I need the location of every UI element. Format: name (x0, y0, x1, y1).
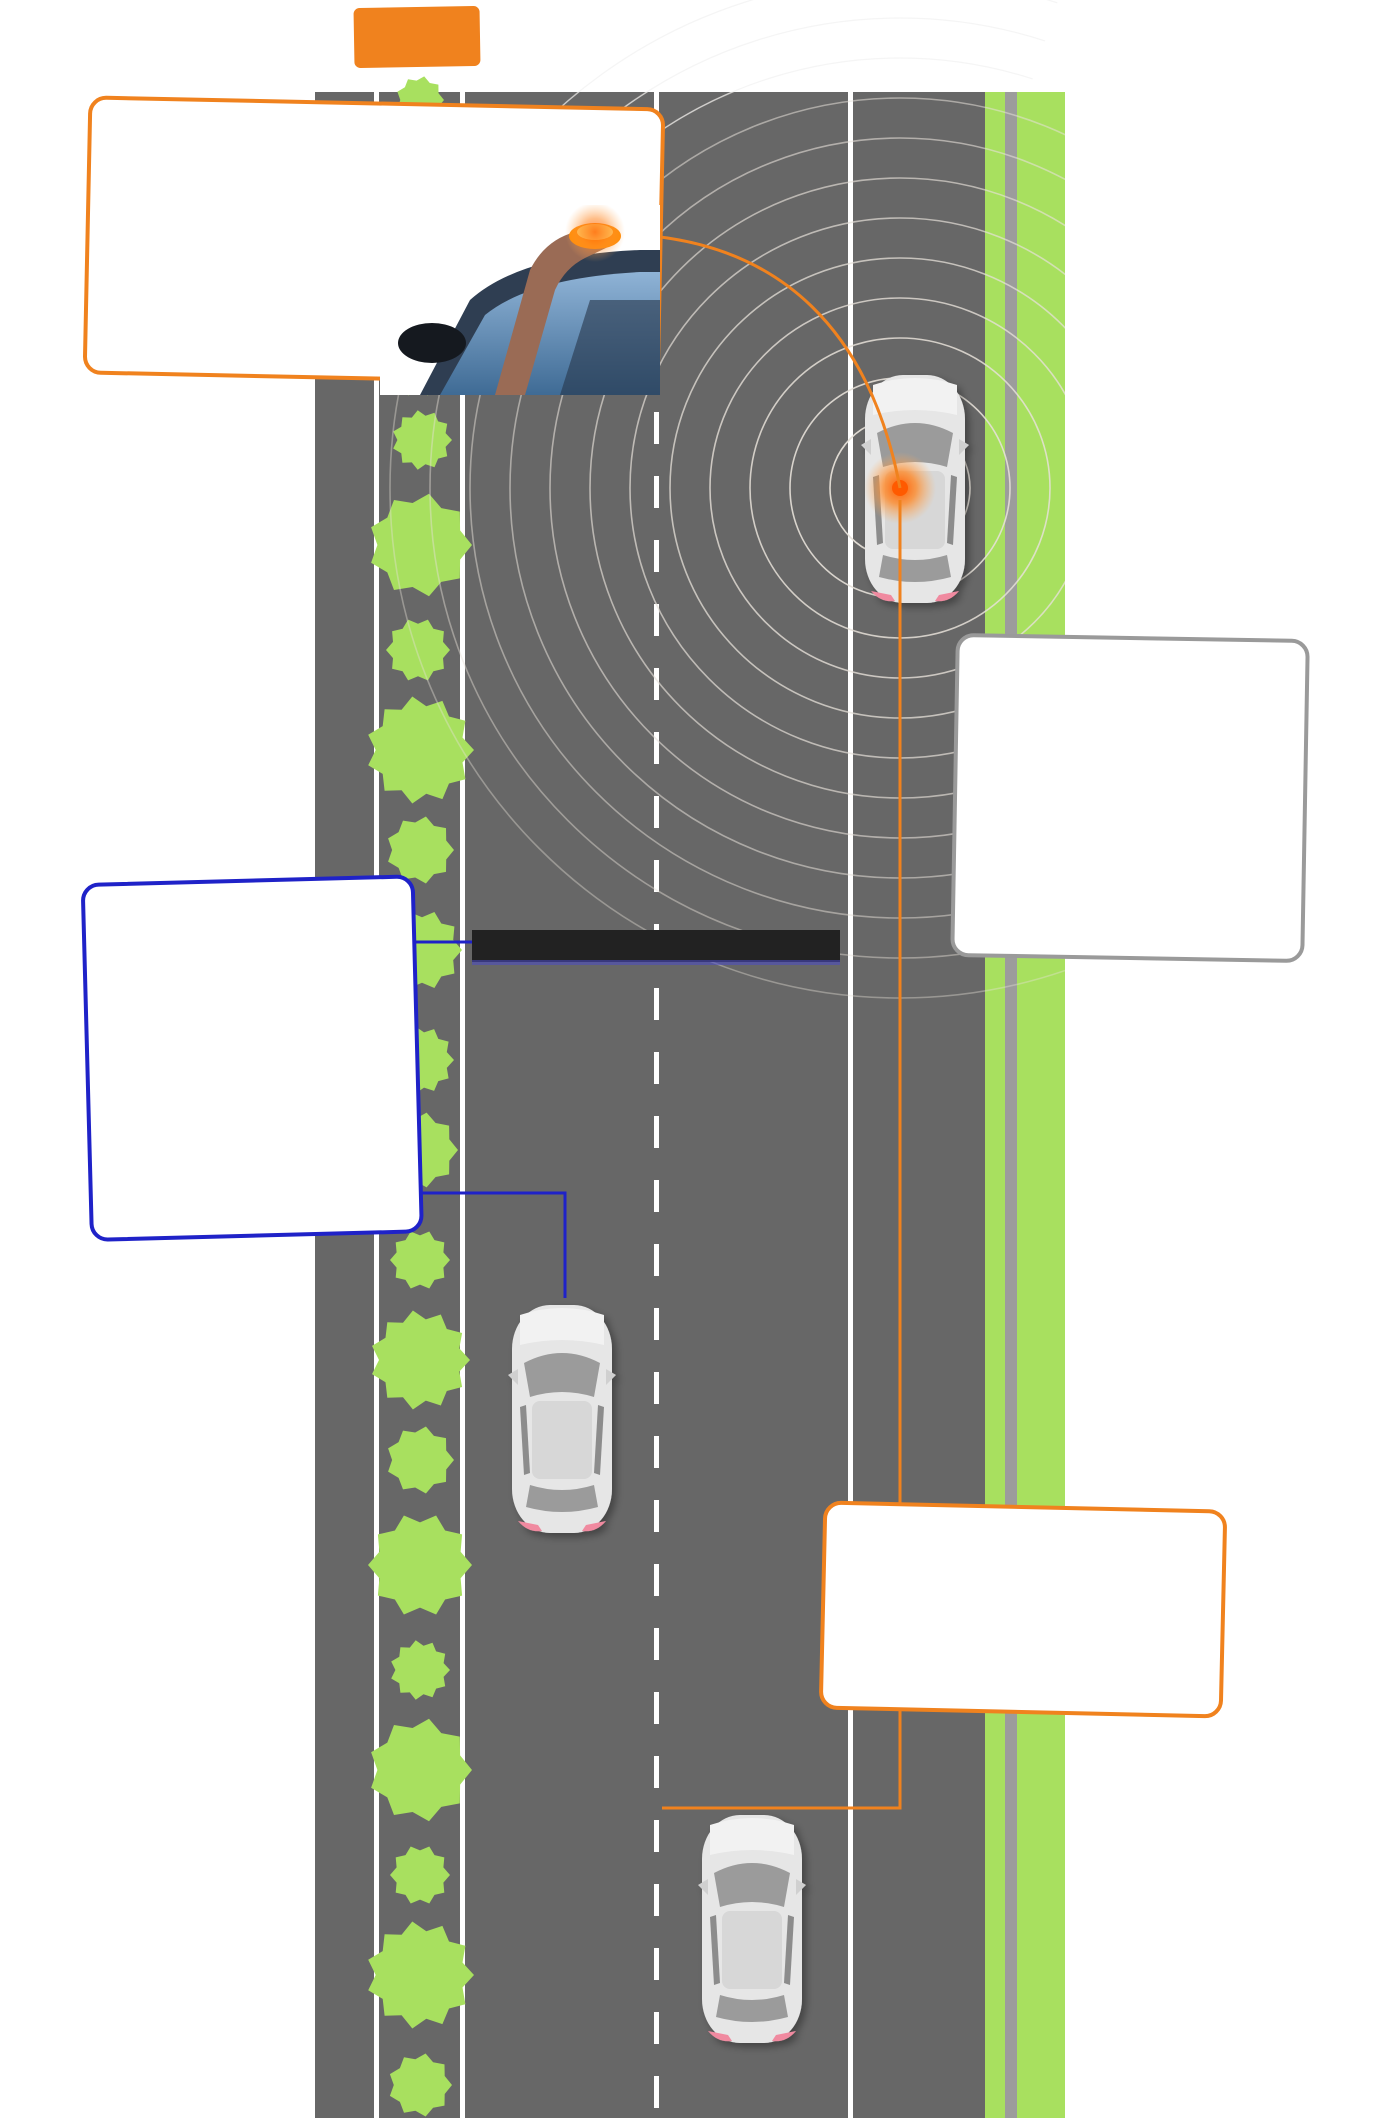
car-windshield (524, 1353, 600, 1397)
car-top-view-icon (698, 1815, 806, 2043)
center-dash (654, 1436, 659, 1468)
grass-strip-outer (1017, 92, 1065, 2118)
center-dash (654, 1500, 659, 1532)
center-dash (654, 732, 659, 764)
bush-icon (388, 816, 454, 884)
car-rear-window (879, 555, 951, 582)
car-mirror-left (698, 1879, 708, 1895)
lane-line-right (848, 92, 853, 2118)
center-dash (654, 1052, 659, 1084)
car-taillight-right (935, 591, 959, 602)
center-dash (654, 1180, 659, 1212)
hand-placing-beacon-photo (380, 205, 660, 395)
car-hood (710, 1818, 794, 1855)
car-side-window-right (594, 1405, 604, 1475)
car-taillight-left (871, 591, 895, 602)
grass-strip-right (985, 92, 1005, 2118)
car-mirror-right (606, 1369, 616, 1385)
center-dash (654, 860, 659, 892)
center-dash (654, 1692, 659, 1724)
center-dash (654, 540, 659, 572)
bush-icon (389, 2053, 452, 2117)
car-roof (722, 1911, 782, 1989)
signal-pulse-rings-outer (389, 0, 1380, 999)
bush-icon (391, 1640, 450, 1700)
center-dash (654, 2076, 659, 2108)
orange-tag (353, 5, 481, 69)
barrier-callout-text (100, 900, 400, 1200)
car-taillight-left (708, 2031, 732, 2042)
center-dash (654, 1116, 659, 1148)
car-windshield (714, 1863, 790, 1907)
bush-icon (388, 1426, 454, 1494)
car-hood (520, 1308, 604, 1345)
car-mirror-left (508, 1369, 518, 1385)
bush-icon (368, 696, 474, 804)
distance-callout (819, 1500, 1227, 1719)
bush-icon (393, 410, 452, 470)
center-dash (654, 1948, 659, 1980)
center-dash (654, 1884, 659, 1916)
car-side-window-right (784, 1915, 794, 1985)
barrier-callout (81, 874, 424, 1242)
road-barrier-shadow (472, 960, 840, 965)
distance-callout-text (838, 1522, 1208, 1692)
center-dash (654, 1244, 659, 1276)
pulse-ring-outer (469, 57, 1331, 919)
beacon-callout-text (100, 120, 370, 240)
car-taillight-right (582, 1521, 606, 1532)
bush-icon (371, 1718, 472, 1822)
center-dash (654, 1820, 659, 1852)
car-rear (698, 1815, 806, 2043)
car-middle (508, 1305, 616, 1533)
bush-icon (390, 1846, 450, 1904)
distance-to-rear-line (662, 1690, 902, 1810)
bush-icon (371, 493, 472, 597)
center-dash (654, 412, 659, 444)
car-mirror-right (959, 439, 969, 455)
center-dash (654, 1628, 659, 1660)
car-mirror-left (861, 439, 871, 455)
center-dash (654, 2012, 659, 2044)
center-dash (654, 1372, 659, 1404)
center-dash (654, 668, 659, 700)
car-taillight-left (518, 1521, 542, 1532)
car-side-window-left (520, 1405, 530, 1475)
bush-icon (386, 619, 450, 681)
center-dash (654, 1564, 659, 1596)
car-mirror-right (796, 1879, 806, 1895)
bush-icon (390, 1231, 450, 1289)
center-dash (654, 604, 659, 636)
barrier-callout-label (100, 900, 400, 944)
lane-line-left-inner (460, 92, 465, 2118)
center-dash (654, 988, 659, 1020)
signal-callout-text (970, 655, 1290, 935)
beacon-connector-line (639, 233, 902, 489)
car-top-view-icon (508, 1305, 616, 1533)
car-rear-window (716, 1995, 788, 2022)
center-dash (654, 476, 659, 508)
center-dash (654, 1756, 659, 1788)
car-taillight-right (772, 2031, 796, 2042)
center-dash (654, 796, 659, 828)
signal-callout-label (970, 655, 1290, 699)
beacon-callout-label (100, 120, 370, 164)
shoulder-stripe (1005, 92, 1017, 2118)
bush-icon (368, 1515, 472, 1615)
bush-icon (372, 1310, 470, 1410)
signal-callout (950, 633, 1310, 963)
car-side-window-left (710, 1915, 720, 1985)
bush-icon (368, 1921, 474, 2029)
car-side-window-right (947, 475, 957, 545)
car-rear-window (526, 1485, 598, 1512)
road-barrier (472, 930, 840, 962)
car-hood (873, 378, 957, 415)
mid-car-connector-line (400, 1191, 567, 1298)
center-dash (654, 92, 659, 124)
center-dash (654, 1308, 659, 1340)
car-roof (532, 1401, 592, 1479)
pulse-ring-outer (429, 17, 1371, 959)
distance-callout-label (838, 1522, 1208, 1566)
